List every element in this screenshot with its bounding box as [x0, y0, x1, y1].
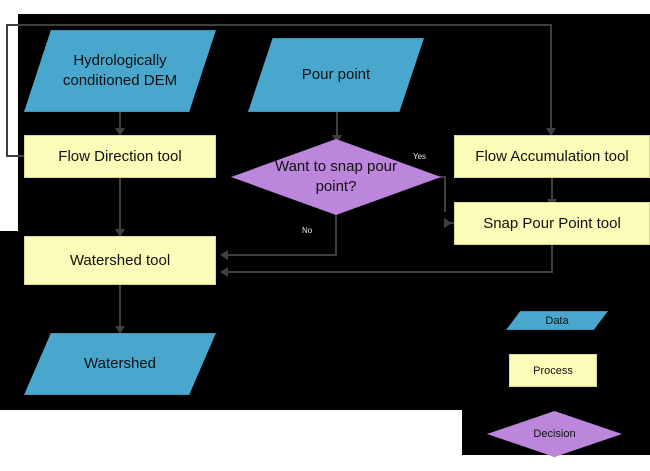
connector-yes-vertical — [444, 176, 446, 212]
legend-label-process: Process — [533, 364, 573, 377]
node-label: Hydrologically conditioned DEM — [62, 52, 178, 89]
node-label: Pour point — [301, 66, 371, 84]
node-label: Flow Direction tool — [58, 147, 182, 165]
node-label: Want to snap pour point? — [274, 158, 397, 195]
node-pour-point[interactable]: Pour point — [248, 38, 424, 112]
legend-item-process: Process — [509, 354, 597, 387]
connector-snap-to-watershedtool-vertical — [551, 244, 553, 272]
connector-to-flow-accumulation-vertical — [550, 24, 552, 130]
connector-dem-to-flowdirection — [119, 111, 121, 131]
legend-item-data: Data — [506, 311, 608, 330]
canvas-left-notch — [0, 231, 18, 410]
arrowhead-into-watershed — [115, 326, 125, 334]
connector-pourpoint-to-decision — [336, 111, 338, 138]
connector-watershedtool-to-watershed — [119, 285, 121, 329]
arrowhead-into-decision — [332, 135, 342, 143]
connector-yes-into-snap — [444, 222, 454, 224]
node-watershed-tool[interactable]: Watershed tool — [24, 236, 216, 285]
connector-snap-to-watershedtool-horizontal — [228, 271, 553, 273]
node-label: Snap Pour Point tool — [483, 214, 621, 232]
arrowhead-no-into-watershed-tool — [220, 250, 228, 260]
connector-dem-bus-into-flowdirection — [6, 155, 30, 157]
node-label: Watershed — [84, 355, 156, 373]
arrowhead-into-flow-direction — [115, 128, 125, 136]
connector-flowdirection-to-watershedtool — [119, 178, 121, 232]
arrowhead-into-watershed-tool — [115, 229, 125, 237]
arrowhead-into-flow-accumulation — [546, 128, 556, 136]
node-watershed[interactable]: Watershed — [24, 333, 216, 395]
edge-label-yes: Yes — [413, 152, 427, 161]
connector-no-horizontal — [228, 254, 337, 256]
connector-dem-to-accumulation-horizontal — [6, 24, 552, 26]
node-flow-direction-tool[interactable]: Flow Direction tool — [24, 135, 216, 178]
legend-label-data: Data — [545, 314, 569, 327]
node-snap-pour-point-tool[interactable]: Snap Pour Point tool — [454, 202, 650, 245]
legend-label-decision: Decision — [533, 428, 576, 440]
node-label: Watershed tool — [69, 251, 171, 269]
edge-label-no: No — [302, 226, 313, 235]
node-label: Flow Accumulation tool — [475, 147, 629, 165]
arrowhead-snap-into-watershed-tool — [220, 267, 228, 277]
connector-no-vertical — [335, 213, 337, 255]
connector-dem-bus-left-vertical — [6, 24, 8, 156]
connector-accumulation-to-snap — [551, 177, 553, 202]
node-hydrologically-conditioned-dem[interactable]: Hydrologically conditioned DEM — [24, 30, 216, 112]
node-flow-accumulation-tool[interactable]: Flow Accumulation tool — [454, 135, 650, 178]
